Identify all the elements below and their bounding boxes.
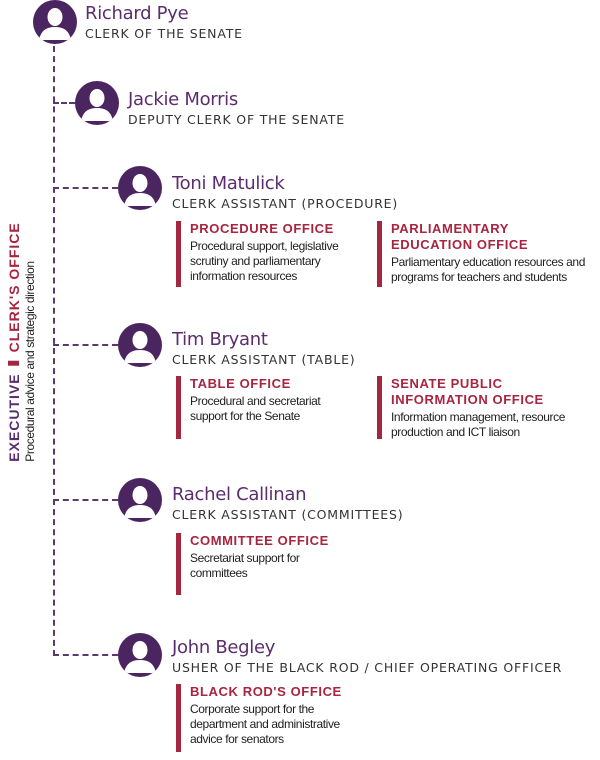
- office-accent-bar: [377, 376, 382, 439]
- desc-line: department and administrative: [190, 717, 340, 731]
- connector-toni-matulick: [53, 187, 118, 189]
- office-name: TABLE OFFICE: [190, 376, 291, 391]
- desc-line: Procedural support, legislative: [190, 239, 339, 253]
- person-title: DEPUTY CLERK OF THE SENATE: [128, 112, 345, 127]
- desc-line: advice for senators: [190, 732, 284, 746]
- office-accent-bar: [176, 221, 181, 287]
- connector-jackie-morris: [53, 102, 75, 104]
- person-rachel-callinan: Rachel Callinan CLERK ASSISTANT (COMMITT…: [172, 485, 403, 523]
- avatar-icon: [118, 166, 162, 210]
- person-name: Jackie Morris: [128, 89, 238, 110]
- office-black-rod: BLACK ROD'S OFFICE Corporate support for…: [176, 684, 390, 752]
- person-title: USHER OF THE BLACK ROD / CHIEF OPERATING…: [172, 660, 563, 675]
- connector-rachel-callinan: [53, 499, 118, 501]
- desc-line: Parliamentary education resources and: [391, 255, 585, 269]
- office-name: PROCEDURE OFFICE: [190, 221, 334, 236]
- office-name: SENATE PUBLIC INFORMATION OFFICE: [391, 376, 600, 408]
- label-separator: [8, 360, 19, 366]
- executive-clerks-office-label: EXECUTIVE CLERK'S OFFICE Procedural advic…: [6, 222, 38, 461]
- person-title: CLERK ASSISTANT (PROCEDURE): [172, 196, 399, 211]
- office-description: Procedural support, legislative scrutiny…: [190, 239, 370, 284]
- desc-line: Information management, resource: [391, 410, 565, 424]
- office-description: Information management, resource product…: [391, 410, 600, 440]
- office-name: COMMITTEE OFFICE: [190, 533, 329, 548]
- avatar-icon: [33, 0, 77, 44]
- person-name: John Begley: [172, 637, 276, 658]
- person-toni-matulick: Toni Matulick CLERK ASSISTANT (PROCEDURE…: [172, 174, 398, 212]
- desc-line: Corporate support for the: [190, 702, 315, 716]
- office-description: Secretariat support for committees: [190, 551, 370, 581]
- group-label: EXECUTIVE: [6, 373, 22, 462]
- desc-line: scrutiny and parliamentary: [190, 254, 321, 268]
- desc-line: production and ICT liaison: [391, 425, 520, 439]
- office-accent-bar: [377, 221, 382, 287]
- desc-line: Procedural and secretariat: [190, 394, 321, 408]
- office-accent-bar: [176, 533, 181, 595]
- desc-line: Secretariat support for: [190, 551, 300, 565]
- person-name: Tim Bryant: [172, 329, 268, 350]
- office-label: CLERK'S OFFICE: [6, 222, 22, 353]
- connector-tim-bryant: [53, 344, 118, 346]
- desc-line: information resources: [190, 269, 297, 283]
- person-name: Rachel Callinan: [172, 484, 307, 505]
- office-name-line: PARLIAMENTARY: [391, 221, 510, 236]
- office-committee: COMMITTEE OFFICE Secretariat support for…: [176, 533, 370, 595]
- main-connector-line: [53, 46, 55, 656]
- avatar-icon: [118, 633, 162, 677]
- person-title: CLERK ASSISTANT (COMMITTEES): [172, 507, 404, 522]
- desc-line: support for the Senate: [190, 409, 300, 423]
- person-john-begley: John Begley USHER OF THE BLACK ROD / CHI…: [172, 638, 562, 676]
- office-description: Procedural and secretariat support for t…: [190, 394, 370, 424]
- office-name: PARLIAMENTARY EDUCATION OFFICE: [391, 221, 600, 253]
- connector-john-begley: [53, 654, 118, 656]
- office-description: Procedural advice and strategic directio…: [23, 261, 37, 462]
- office-description: Parliamentary education resources and pr…: [391, 255, 600, 285]
- person-name: Toni Matulick: [172, 173, 285, 194]
- person-jackie-morris: Jackie Morris DEPUTY CLERK OF THE SENATE: [128, 90, 345, 128]
- office-name-line: INFORMATION OFFICE: [391, 392, 544, 407]
- office-table: TABLE OFFICE Procedural and secretariat …: [176, 376, 370, 439]
- office-accent-bar: [176, 376, 181, 439]
- person-title: CLERK ASSISTANT (TABLE): [172, 352, 356, 367]
- office-description: Corporate support for the department and…: [190, 702, 390, 747]
- office-name: BLACK ROD'S OFFICE: [190, 684, 342, 699]
- office-accent-bar: [176, 684, 181, 752]
- avatar-icon: [118, 478, 162, 522]
- avatar-icon: [118, 323, 162, 367]
- office-senate-public-information: SENATE PUBLIC INFORMATION OFFICE Informa…: [377, 376, 600, 439]
- person-tim-bryant: Tim Bryant CLERK ASSISTANT (TABLE): [172, 330, 355, 368]
- office-name-line: SENATE PUBLIC: [391, 376, 503, 391]
- office-procedure: PROCEDURE OFFICE Procedural support, leg…: [176, 221, 370, 287]
- person-richard-pye: Richard Pye CLERK OF THE SENATE: [85, 4, 243, 42]
- person-title: CLERK OF THE SENATE: [85, 26, 243, 41]
- office-parliamentary-education: PARLIAMENTARY EDUCATION OFFICE Parliamen…: [377, 221, 600, 287]
- desc-line: programs for teachers and students: [391, 270, 567, 284]
- person-name: Richard Pye: [85, 3, 189, 24]
- desc-line: committees: [190, 566, 248, 580]
- avatar-icon: [75, 81, 119, 125]
- office-name-line: EDUCATION OFFICE: [391, 237, 529, 252]
